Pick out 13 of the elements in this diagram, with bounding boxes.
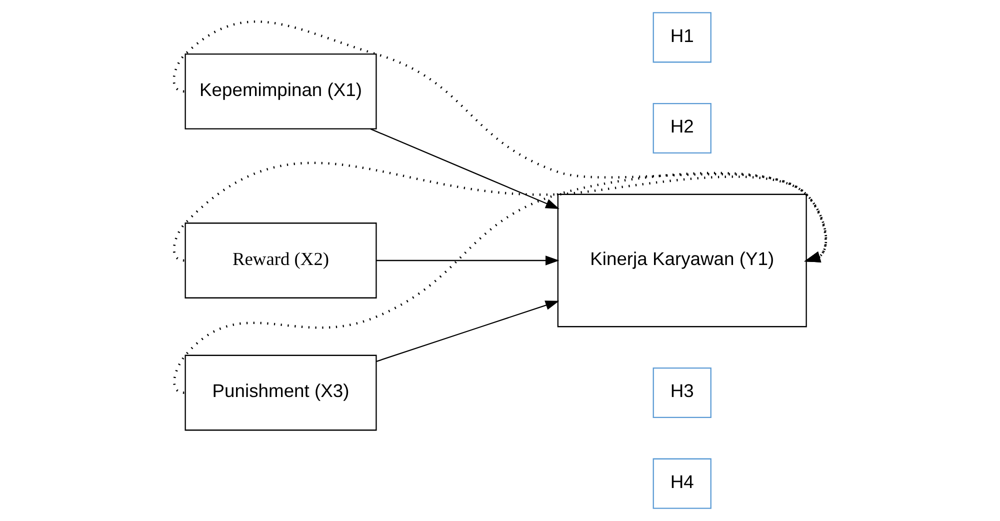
node-box: H2 bbox=[652, 102, 712, 154]
node-box: Punishment (X3) bbox=[184, 354, 377, 431]
node-box: Kinerja Karyawan (Y1) bbox=[557, 194, 807, 328]
node-box: H1 bbox=[652, 12, 712, 63]
node-box: Reward (X2) bbox=[184, 222, 377, 298]
arrow bbox=[376, 256, 560, 266]
node-box: H3 bbox=[652, 367, 712, 418]
arrow bbox=[370, 128, 560, 210]
node-box: H4 bbox=[652, 458, 712, 509]
arrow bbox=[172, 162, 827, 262]
arrow bbox=[172, 20, 827, 262]
node-box: Kepemimpinan (X1) bbox=[184, 54, 377, 130]
arrow bbox=[376, 300, 560, 362]
